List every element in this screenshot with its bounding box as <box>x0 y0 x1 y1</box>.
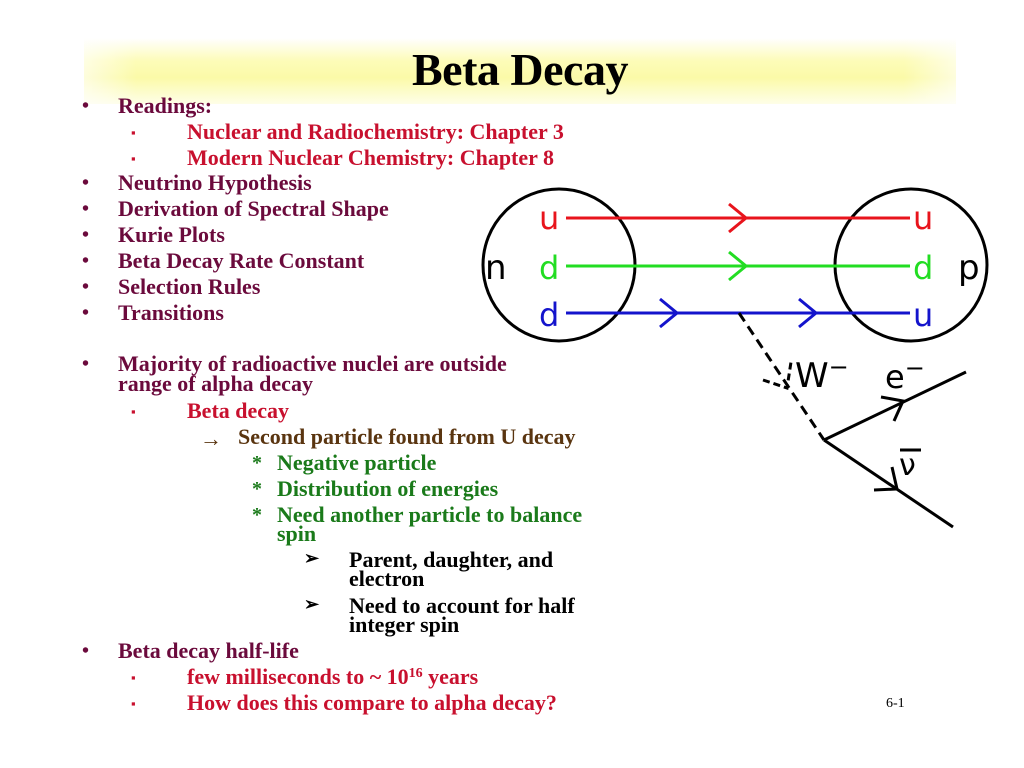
w-label: W <box>795 356 829 396</box>
antineutrino-line <box>823 438 954 529</box>
bullet-square: ▪ <box>131 696 136 711</box>
quark-in-1: u <box>539 199 559 237</box>
slide-title: Beta Decay <box>412 44 628 95</box>
topic-item: Selection Rules <box>118 274 261 299</box>
star-icon: * <box>252 478 262 500</box>
readings-label: Readings: <box>118 93 213 118</box>
bullet-square: ▪ <box>131 404 136 419</box>
chevron-item-line2: integer spin <box>349 612 460 637</box>
w-boson-label: W− <box>795 353 849 396</box>
electron-label: e− <box>885 354 925 396</box>
chevron-item-line1: Parent, daughter, and <box>349 547 554 572</box>
arrow-icon <box>728 202 749 234</box>
neutron-label: n <box>485 248 507 288</box>
star-item: Need another particle to balance <box>277 502 583 527</box>
bullet-square: ▪ <box>131 151 136 166</box>
e-label: e <box>885 358 905 396</box>
range-prefix: few milliseconds to ~ 10 <box>187 664 409 689</box>
bullet-dot: • <box>82 250 90 272</box>
electron-line <box>823 370 967 442</box>
range-suffix: years <box>422 664 479 689</box>
bullet-dot: • <box>82 640 90 662</box>
quark-in-3: d <box>539 296 559 334</box>
star-item: Negative particle <box>277 450 437 475</box>
halflife-question: How does this compare to alpha decay? <box>187 690 557 715</box>
star-icon: * <box>252 452 262 474</box>
bullet-dot: • <box>82 353 90 375</box>
halflife-label: Beta decay half-life <box>118 638 299 663</box>
e-charge: − <box>905 354 925 382</box>
w-boson-line <box>737 312 826 441</box>
topic-item: Kurie Plots <box>118 222 225 247</box>
arrow-icon: → <box>200 426 222 451</box>
bullet-dot: • <box>82 198 90 220</box>
chevron-icon: ➢ <box>304 548 320 568</box>
arrow-icon <box>798 297 819 329</box>
reading-item: Nuclear and Radiochemistry: Chapter 3 <box>187 119 564 144</box>
quark-out-2: d <box>913 249 933 287</box>
reading-item: Modern Nuclear Chemistry: Chapter 8 <box>187 145 555 170</box>
bullet-dot: • <box>82 95 90 117</box>
arrow-icon <box>762 361 793 390</box>
chevron-item-line1: Need to account for half <box>349 593 575 618</box>
star-icon: * <box>252 504 262 526</box>
quark-out-3: u <box>913 296 933 334</box>
arrow-icon <box>728 250 749 282</box>
quark-in-2: d <box>539 249 559 287</box>
proton-label: p <box>958 248 980 288</box>
arrow-icon <box>873 466 899 492</box>
w-charge: − <box>829 353 849 381</box>
halflife-range: few milliseconds to ~ 1016 years <box>187 666 478 688</box>
chevron-icon: ➢ <box>304 594 320 614</box>
chevron-item-line2: electron <box>349 566 425 591</box>
arrow-item: Second particle found from U decay <box>238 424 576 449</box>
beta-decay-sub: Beta decay <box>187 398 290 423</box>
page-number: 6-1 <box>886 696 905 711</box>
topic-item: Transitions <box>118 300 224 325</box>
quark-out-1: u <box>913 199 933 237</box>
range-exponent: 16 <box>408 666 423 681</box>
arrow-icon <box>880 395 906 422</box>
arrow-icon <box>659 297 680 329</box>
bullet-dot: • <box>82 276 90 298</box>
bullet-dot: • <box>82 224 90 246</box>
bullet-dot: • <box>82 172 90 194</box>
majority-line1: Majority of radioactive nuclei are outsi… <box>118 351 507 376</box>
bullet-square: ▪ <box>131 125 136 140</box>
star-item: Distribution of energies <box>277 476 499 501</box>
majority-line2: range of alpha decay <box>118 371 313 396</box>
antineutrino-label: ν <box>899 448 916 483</box>
star-item-continued: spin <box>277 521 317 546</box>
topic-item: Neutrino Hypothesis <box>118 170 312 195</box>
bullet-square: ▪ <box>131 670 136 685</box>
topic-item: Beta Decay Rate Constant <box>118 248 365 273</box>
bullet-dot: • <box>82 302 90 324</box>
title-band <box>84 38 956 104</box>
topic-item: Derivation of Spectral Shape <box>118 196 389 221</box>
